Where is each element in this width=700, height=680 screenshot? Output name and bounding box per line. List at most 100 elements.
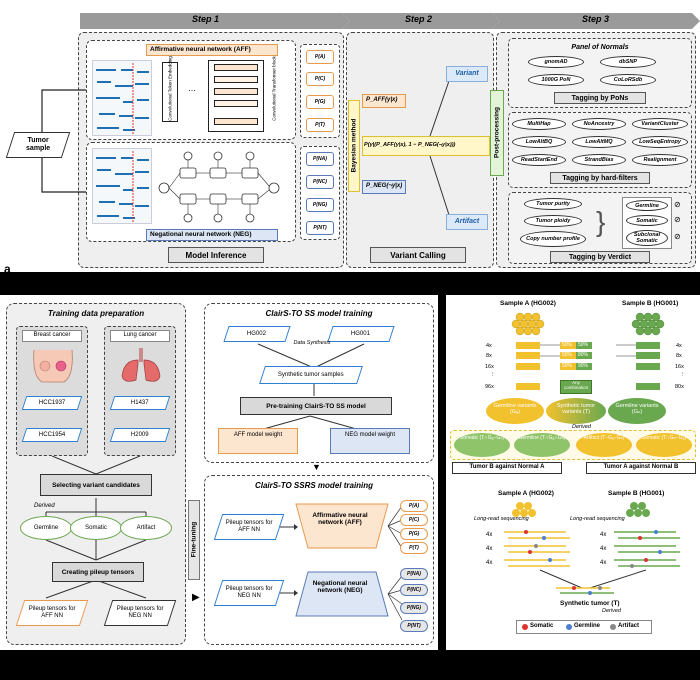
artifact-label: Artifact [454,218,480,225]
lung-illustration [121,348,161,382]
panel-a-label: a [4,262,11,276]
neg-title: Negational neural network (NEG) [150,231,252,238]
pileup-neg2: Pileup tensors for NEG NN [225,586,273,599]
pct-left-1: 50% [562,352,573,358]
pon-title: Panel of Normals [571,44,629,51]
tumor-a-box [586,462,696,474]
verdict-out-0: Germline [626,200,668,211]
pct-right-0: 50% [578,342,589,348]
pon-1: dbSNP [600,56,656,68]
bayesian-bar [348,100,360,192]
neg-out-1: P(NC) [306,175,334,189]
add-norm-2 [214,88,258,95]
depth-left-3: ⋮ [490,372,496,378]
germline-b-ellipse [608,398,666,424]
fourx-5: 4x [600,560,607,566]
legend-somatic: Somatic [530,623,554,629]
depth-bars [516,342,660,390]
tumor-b-box [452,462,562,474]
model-inference-tag: Model Inference [168,247,264,263]
aff-out-2: P(G) [306,95,334,109]
fourx-4: 4x [600,546,607,552]
breast-line-0: HCC1937 [38,399,66,406]
add-norm-1 [214,64,258,71]
neg-weight: NEG model weight [344,432,396,438]
verdict-in-0: Tumor purity [524,198,582,210]
legend-germline-dot [566,624,572,630]
aff-out-0: P(A) [306,50,334,64]
long-read-diagram [504,502,680,595]
fourx-2: 4x [486,560,493,566]
depth-left-1: 8x [486,353,492,359]
verdict-in-1: Tumor ploidy [524,215,582,227]
hf-5: LowSeqEntropy [632,136,688,148]
pct-right-1: 80% [578,352,589,358]
legend-germline: Germline [574,623,601,629]
sample-a-top: Sample A (HG002) [500,300,556,307]
check-icon-2: ⊘ [674,232,681,241]
synthetic-t-ellipse [546,398,606,424]
derived-label-c: Derived [572,424,591,430]
ssrs-box [204,475,434,645]
ss-title: ClairS-TO SS model training [265,309,373,318]
long-read-right: Long-read sequencing [570,516,625,522]
p-aff-box [362,94,406,108]
check-icon-1: ⊘ [674,215,681,224]
pct-left-2: 50% [562,363,573,369]
fourx-0: 4x [486,532,493,538]
artifact-1: Artifact (T−Gₐ−Gₙ) [583,435,625,441]
lung-line-1: H2009 [131,431,149,438]
pct-left-0: 50% [562,342,573,348]
neg-out-2: P(NG) [306,198,334,212]
pileup-neg2-box: Pileup tensors for NEG NN [213,580,285,606]
depth-right-0: 4x [676,343,682,349]
hf-6: ReadStartEnd [512,154,566,166]
selecting-bar: Selecting variant candidates [40,474,152,496]
pileup-aff: Pileup tensors for AFF NN [28,606,76,619]
variant-box [446,66,488,82]
aff-out-3: P(T) [306,118,334,132]
step2-arrows [429,74,452,222]
conv-projection [214,118,258,125]
germline-1-ellipse [514,433,570,457]
artifact-1-ellipse [576,433,632,457]
step3-arrow [492,13,700,29]
verdict-in-2: Copy number profile [520,231,586,247]
neg-out-3: P(NT) [306,221,334,235]
synthetic-t: Synthetic tumor variants (T) [556,403,596,416]
neg-net: Negational neural network (NEG) [312,580,368,594]
artifact-box [446,214,488,230]
breast-illustration [33,349,73,383]
somatic-1: Somatic (T∩Gₐ−Gₙ) [460,435,504,441]
any-combination-box [560,380,592,394]
fourx-3: 4x [600,532,607,538]
long-read-left: Long-read sequencing [474,516,529,522]
pileup-neg-box: Pileup tensors for NEG NN [103,600,177,626]
neg-title-box [146,229,278,241]
weight-arrows [259,415,361,431]
pct-right-2: 90% [578,363,589,369]
legend-artifact-dot [610,624,616,630]
aff-weight-box [218,428,298,454]
pileup-neg: Pileup tensors for NEG NN [116,606,164,619]
step2-arrow [342,13,500,29]
fourx-1: 4x [486,546,493,552]
p-neg-box [362,180,406,194]
verdict-brace: } [596,206,606,237]
ss-arrows [257,343,365,396]
ss-down-arrow: ▼ [312,462,321,472]
pon-0: gnomAD [528,56,584,68]
pon-3: CoLoRSdb [600,74,656,86]
somatic-2: Somatic (T∩Gₙ−Gₐ) [642,435,686,441]
fine-tuning-bar [188,500,200,580]
step1-label: Step 1 [192,14,220,24]
depth-right-2: 16x [675,364,684,370]
breast-title-box [22,330,82,342]
neg-pileup-image [92,148,152,224]
ssrs-neg-out-0: P(NA) [400,568,428,580]
tumor-b-against-a: Tumor B against Normal A [469,464,545,470]
hf-0: MultiHap [512,118,566,130]
post-processing-label: Post-processing [493,107,501,158]
somatic-2-ellipse [636,433,692,457]
